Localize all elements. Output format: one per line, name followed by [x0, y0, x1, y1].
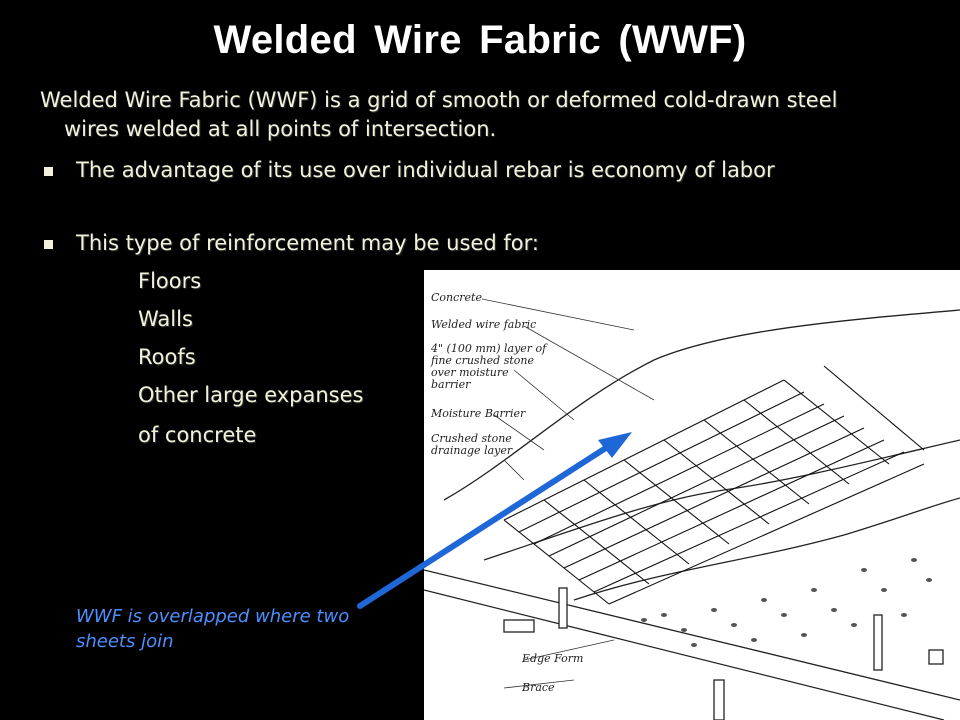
overlap-caption: WWF is overlapped where two sheets join [76, 606, 350, 652]
use-item-roofs: Roofs [138, 345, 196, 369]
slab-drawing [424, 298, 960, 720]
bullet-uses: This type of reinforcement may be used f… [44, 229, 836, 258]
bullet-square-icon [44, 240, 53, 249]
bullet-advantage-text: The advantage of its use over individual… [76, 158, 775, 182]
label-moisture-barrier: Moisture Barrier [431, 407, 526, 420]
intro-paragraph: Welded Wire Fabric (WWF) is a grid of sm… [40, 88, 838, 141]
label-drainage-layer: Crushed stone drainage layer [431, 432, 513, 457]
use-item-floors: Floors [138, 269, 202, 293]
use-item-expanses: Other large expanses [138, 383, 364, 407]
use-item-concrete: of concrete [138, 423, 257, 447]
bullet-square-icon [44, 167, 53, 176]
use-item-walls: Walls [138, 307, 193, 331]
wwf-slab-illustration: Concrete Welded wire fabric 4" (100 mm) … [424, 270, 960, 720]
bullet-advantage: The advantage of its use over individual… [44, 156, 836, 185]
slide-title: Welded Wire Fabric (WWF) [213, 18, 747, 62]
bullet-uses-text: This type of reinforcement may be used f… [76, 231, 539, 255]
label-brace: Brace [522, 681, 555, 694]
label-concrete: Concrete [431, 291, 482, 304]
label-edge-form: Edge Form [522, 652, 584, 665]
label-welded-wire-fabric: Welded wire fabric [431, 318, 537, 331]
label-crushed-stone-layer: 4" (100 mm) layer of fine crushed stone … [431, 342, 547, 391]
